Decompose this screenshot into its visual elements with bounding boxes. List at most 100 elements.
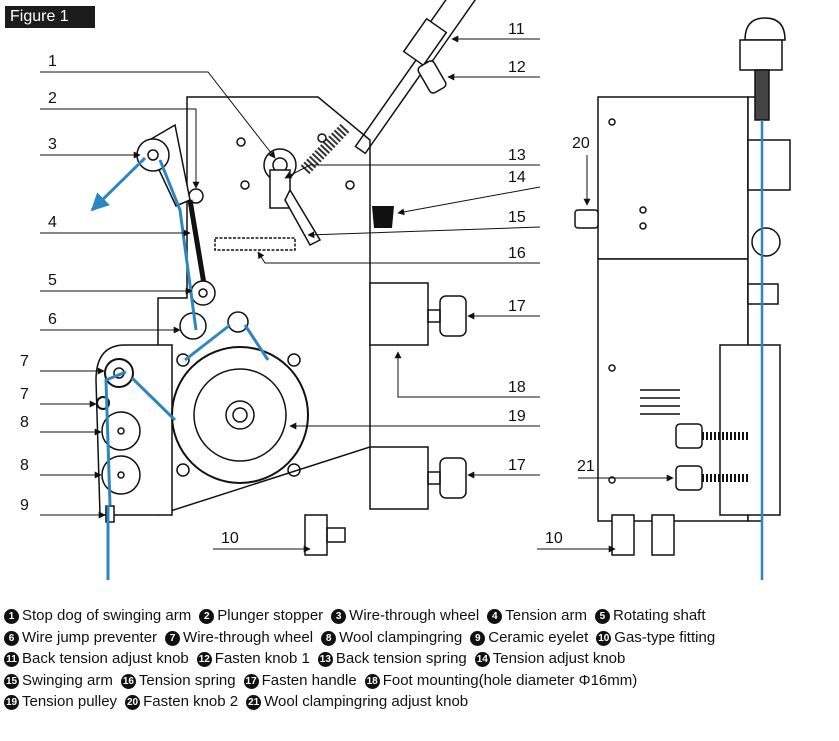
clamping-ring-lower: [101, 455, 141, 495]
clamping-ring-upper: [101, 411, 141, 451]
legend-text: Back tension spring: [335, 650, 467, 667]
tension-spring: [214, 237, 296, 251]
legend-text: Fasten knob 1: [214, 650, 310, 667]
callout-9: 9: [20, 497, 29, 514]
front-view: [95, 0, 526, 556]
callout-2: 2: [48, 90, 57, 107]
callout-19: 19: [508, 408, 526, 425]
legend-text: Tension pulley: [22, 693, 118, 710]
legend-text: Fasten handle: [261, 671, 357, 689]
side-view: [574, 17, 791, 556]
callout-12: 12: [508, 59, 526, 76]
legend-text: Foot mounting(hole diameter Φ16mm): [382, 671, 638, 689]
legend-number-badge: 3: [331, 609, 347, 624]
legend-text: Tension arm: [505, 607, 587, 624]
legend-text: Tension spring: [138, 671, 236, 689]
callout-17b: 17: [508, 457, 526, 474]
fasten-knob-2: [574, 209, 599, 229]
fasten-handle-upper: [439, 295, 467, 337]
ceramic-eyelet: [105, 505, 115, 523]
legend-number-badge: 12: [196, 652, 212, 667]
foot-block-upper: [369, 282, 429, 346]
side-lower-housing: [719, 344, 781, 516]
callout-8a: 8: [20, 414, 29, 431]
tension-arm: [187, 199, 208, 291]
legend-text: Gas-type fitting: [614, 628, 716, 646]
callout-3: 3: [48, 136, 57, 153]
legend-number-badge: 13: [317, 652, 333, 667]
figure-label: Figure 1: [5, 6, 95, 28]
callout-13: 13: [508, 147, 526, 164]
callout-8b: 8: [20, 457, 29, 474]
legend-text: Wool clampingring adjust knob: [264, 693, 469, 710]
legend-text: Plunger stopper: [217, 607, 324, 624]
callout-17a: 17: [508, 298, 526, 315]
callout-10a: 10: [221, 530, 239, 547]
legend-number-badge: 15: [4, 673, 19, 689]
legend-number-badge: 19: [4, 695, 19, 710]
callout-11: 11: [508, 21, 525, 38]
callout-16: 16: [508, 245, 526, 262]
callout-7a: 7: [20, 353, 29, 370]
legend-text: Rotating shaft: [612, 607, 706, 624]
callout-1: 1: [48, 53, 57, 70]
legend-number-badge: 14: [474, 652, 490, 667]
gas-fitting-side: [611, 514, 635, 556]
legend-number-badge: 11: [4, 652, 19, 667]
tension-adjust-knob: [372, 206, 394, 228]
plate-screws: [176, 133, 355, 477]
fasten-handle-lower: [439, 457, 467, 499]
legend-text: Wire-through wheel: [183, 628, 314, 646]
foot-block-lower: [369, 446, 429, 510]
legend-number-badge: 8: [321, 630, 337, 646]
callout-7b: 7: [20, 386, 29, 403]
callout-10b: 10: [545, 530, 563, 547]
callout-5: 5: [48, 272, 57, 289]
legend-number-badge: 18: [364, 673, 380, 689]
callout-18: 18: [508, 379, 526, 396]
legend-text: Tension adjust knob: [492, 650, 626, 667]
clampingring-adjust-knob: [675, 465, 703, 491]
legend-number-badge: 10: [596, 630, 612, 646]
top-knob: [744, 17, 786, 41]
vent-slots: [640, 389, 680, 415]
legend-number-badge: 21: [246, 695, 262, 710]
legend-text: Stop dog of swinging arm: [22, 607, 192, 624]
legend-text: Wool clampingring: [339, 628, 463, 646]
leader-lines: [40, 35, 674, 553]
legend-number-badge: 2: [199, 609, 215, 624]
callout-4: 4: [48, 214, 57, 231]
legend-number-badge: 9: [470, 630, 486, 646]
legend-text: Wire-through wheel: [349, 607, 480, 624]
swinging-arm: [284, 188, 322, 246]
legend-number-badge: 1: [4, 609, 19, 624]
side-body-upper: [597, 96, 749, 260]
legend-number-badge: 17: [243, 673, 259, 689]
back-tension-knob: [402, 17, 448, 67]
tensioner-drawing: 1 2 3 4 5 6 7 7 8 8 9 10 11 12 13 14 15 …: [20, 0, 791, 580]
callout-15: 15: [508, 209, 526, 226]
clampingring-knob-upper: [675, 423, 703, 449]
callout-numbers: 1 2 3 4 5 6 7 7 8 8 9 10 11 12 13 14 15 …: [20, 21, 595, 547]
tension-pulley: [171, 346, 309, 484]
legend-number-badge: 6: [4, 630, 19, 646]
legend-text: Wire jump preventer: [22, 628, 158, 646]
legend-text: Swinging arm: [22, 671, 113, 689]
